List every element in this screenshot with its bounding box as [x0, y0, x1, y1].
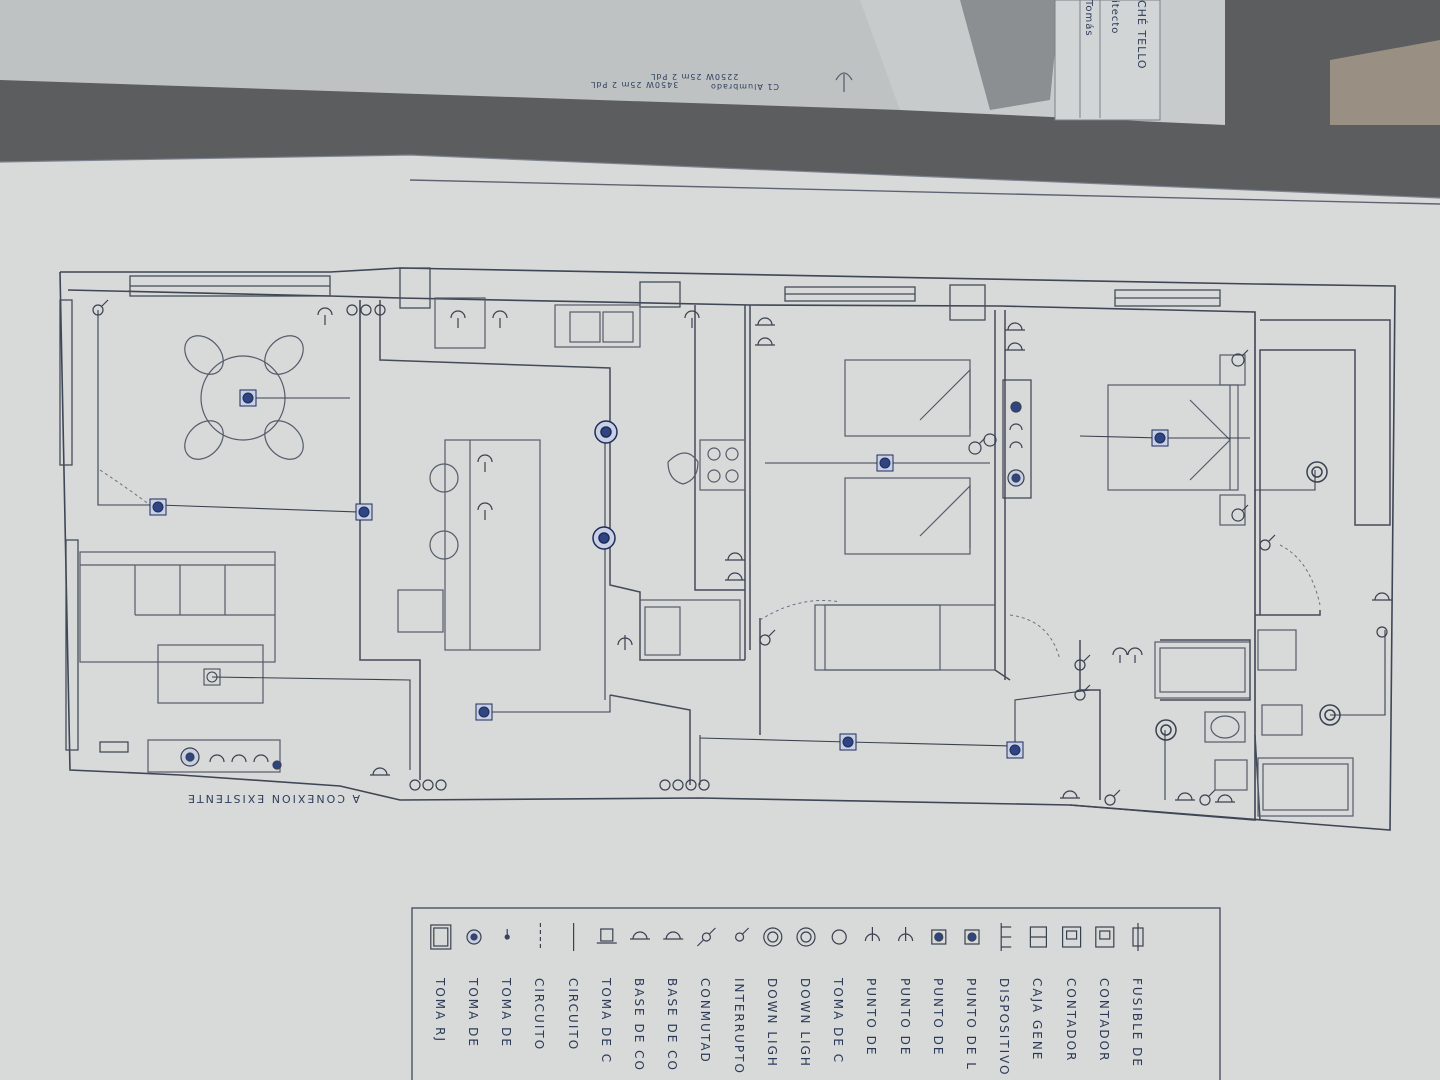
downlights: [592, 420, 618, 550]
switches-and-sockets: [92, 299, 1392, 806]
legend-label: INTERRUPTO: [731, 978, 746, 1075]
legend-label: PUNTO DE L: [964, 978, 978, 1071]
outlet-icon: [831, 929, 847, 945]
title-line-1: CHÉ TELLO: [1135, 0, 1148, 70]
sheet-border-top: [409, 179, 1440, 205]
legend-label: DISPOSITIVO: [997, 978, 1012, 1077]
light-point-icon: [964, 929, 980, 945]
circuit-note-line-1: C1 Alumbrado: [710, 82, 780, 91]
phone-socket-icon: [466, 929, 482, 945]
title-block: [1054, 0, 1161, 121]
chef-figure: [667, 452, 699, 485]
legend-label: CONTADOR: [1096, 978, 1111, 1063]
meter-icon: [1095, 926, 1115, 948]
wall-light-icon: [897, 927, 914, 942]
legend-label: CONMUTAD: [698, 978, 713, 1064]
legend-label: TOMA DE C: [598, 978, 613, 1065]
wall-light-icon: [864, 927, 881, 942]
socket-icon: [596, 928, 617, 944]
legend-label: CIRCUITO: [565, 978, 580, 1052]
bedroom-1-beds: [814, 359, 996, 671]
light-point-icon: [931, 929, 947, 945]
device-icon: [1000, 923, 1012, 951]
legend-label: FUSIBLE DE: [1130, 978, 1144, 1068]
legend-icons: [430, 923, 1144, 951]
kitchen-counter: [434, 297, 746, 661]
legend-label: PUNTO DE: [897, 978, 912, 1057]
downlight-icon: [796, 927, 816, 947]
legend-label: PUNTO DE: [930, 978, 945, 1057]
legend-box: [411, 907, 1221, 1080]
sheet-fold-line: [0, 154, 1440, 199]
back-sheet-left: [0, 0, 900, 110]
ceiling-light-points: [149, 389, 1169, 759]
legend-label: PUNTO DE: [864, 978, 879, 1057]
legend-label: TOMA DE C: [831, 978, 846, 1065]
door-swings: [99, 469, 1321, 661]
compass-icon: [835, 72, 853, 92]
socket-base-icon: [630, 931, 650, 940]
title-line-2: itecto: [1109, 0, 1120, 35]
legend-label: CIRCUITO: [532, 978, 547, 1052]
circuit-note-line-3: 3450W 25m 2 PdL: [590, 80, 679, 89]
legend-label: TOMA DE: [499, 978, 514, 1048]
sofa: [79, 551, 276, 704]
legend-label: CONTADOR: [1063, 978, 1078, 1063]
tv-unit: [147, 739, 281, 773]
downlight-icon: [763, 927, 783, 947]
outlet-strip: [1002, 379, 1032, 499]
socket-base-icon: [663, 931, 684, 940]
kitchen-island: [397, 439, 541, 651]
dining-table: [184, 335, 304, 460]
tv-socket-icon: [504, 929, 510, 940]
legend-label: DOWN LIGH: [798, 978, 812, 1068]
legend-label: BASE DE CO: [632, 978, 646, 1072]
bathroom-fixtures: [1154, 629, 1354, 817]
rj45-icon: [430, 924, 452, 950]
legend-label: TOMA DE: [466, 978, 480, 1048]
legend-label: TOMA RJ: [432, 978, 447, 1044]
background-rubble: [960, 0, 1060, 110]
switch-icon: [734, 927, 750, 942]
tv-outlets: [99, 741, 282, 770]
commutator-icon: [696, 927, 716, 947]
cardboard-box: [1330, 40, 1440, 125]
windows: [59, 267, 1221, 751]
fuse-icon: [1132, 923, 1144, 951]
bathroom-downlights: [1155, 461, 1341, 741]
title-line-3: Tomás: [1083, 0, 1094, 37]
connection-label: A CONEXION EXISTENTE: [186, 792, 360, 805]
general-box-icon: [1029, 926, 1048, 948]
meter-icon: [1061, 926, 1082, 948]
legend-label: DOWN LIGH: [764, 978, 779, 1068]
legend-label: CAJA GENE: [1030, 978, 1045, 1062]
interior-walls: [359, 300, 1391, 821]
legend-label: BASE DE CO: [665, 978, 680, 1072]
